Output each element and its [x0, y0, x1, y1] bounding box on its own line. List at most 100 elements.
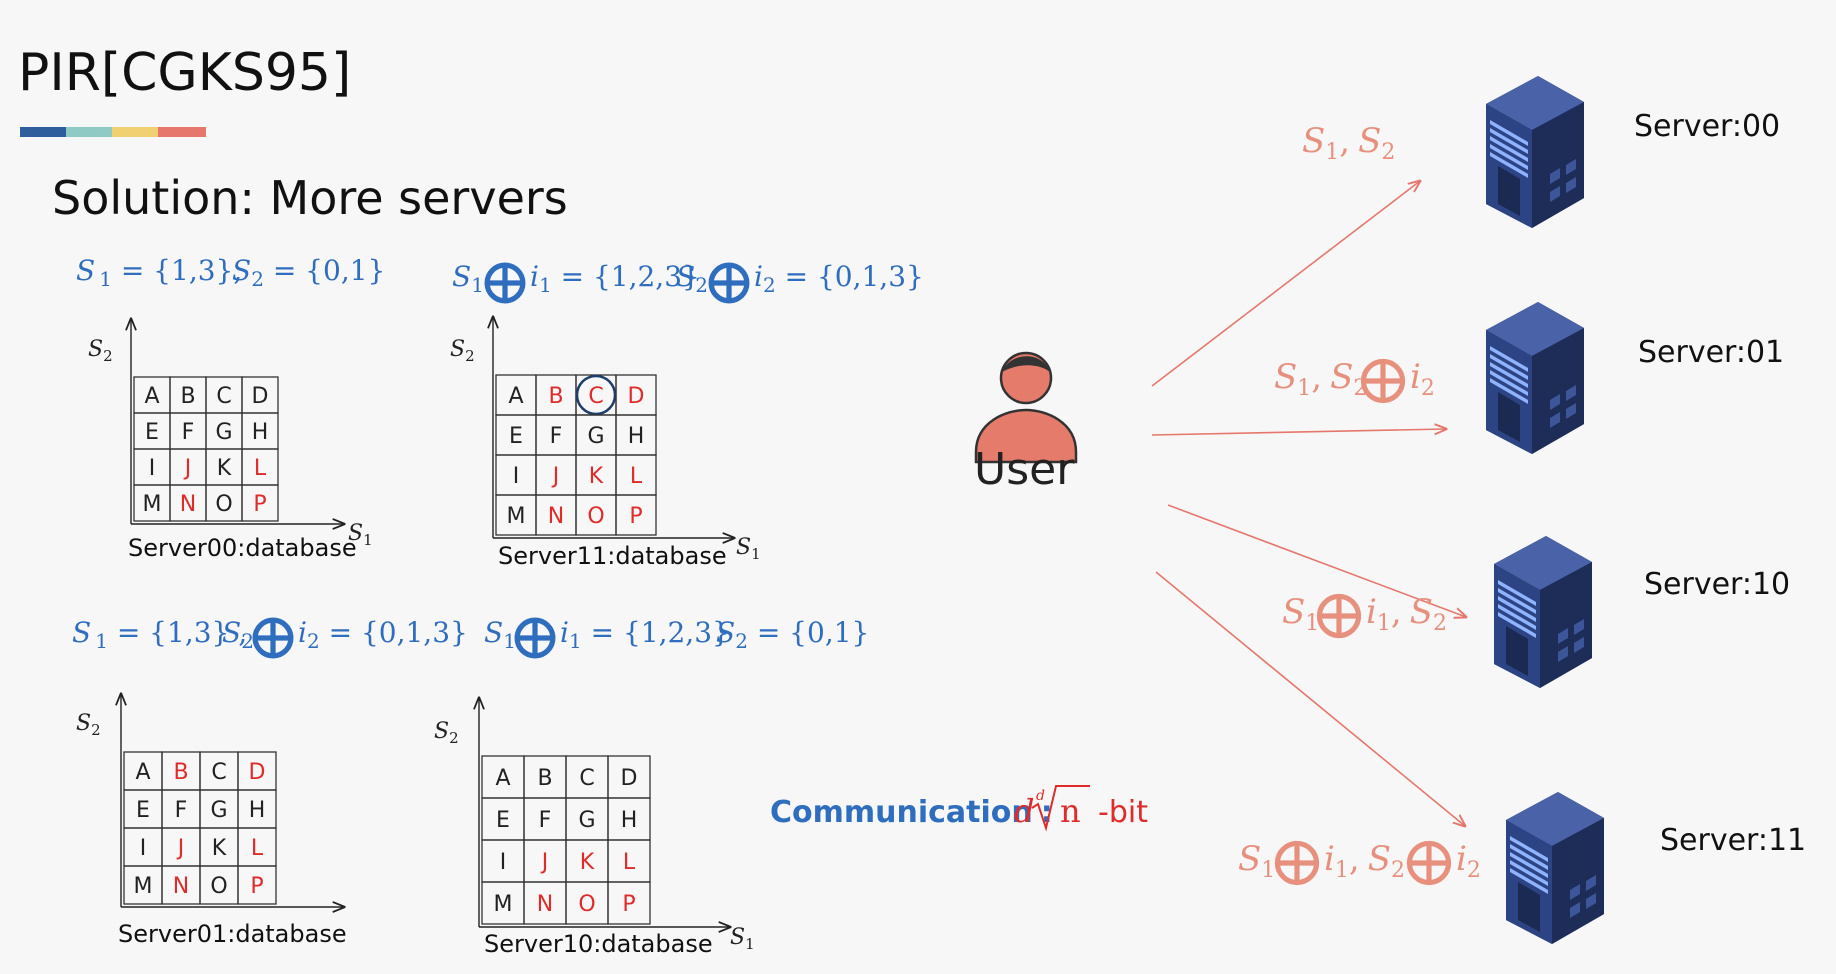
svg-text:i2 = {0,1,3}: i2 = {0,1,3} [298, 616, 468, 653]
title-accent-bar [20, 127, 206, 137]
grid-cell-letter: O [587, 504, 604, 529]
grid-cell-letter: O [210, 874, 227, 899]
grid-cell-letter: E [136, 798, 150, 823]
grid-cell-letter: N [537, 892, 553, 917]
grid-cell-letter: L [254, 456, 267, 481]
root-radicand: n [1060, 792, 1081, 830]
arrow-to-server11 [1155, 571, 1465, 826]
grid-cell-letter: I [513, 464, 520, 489]
svg-text:i2 = {0,1,3}: i2 = {0,1,3} [754, 260, 924, 297]
xor-operator-icon [1409, 843, 1448, 882]
grid-cell-letter: G [587, 424, 604, 449]
grid-cell-letter: B [173, 760, 188, 785]
communication-formula-d: d [1014, 792, 1034, 830]
query-formula-server10: S1 i1 = {1,2,3} S2 = {0,1} [484, 616, 869, 656]
svg-text:S1: S1 [1282, 592, 1319, 636]
axis-label: S1 [730, 925, 755, 953]
message-server00: S1,S2 [1302, 121, 1395, 165]
grid-cell-letter: J [176, 836, 185, 861]
accent-segment [20, 127, 66, 137]
database-caption: Server10:database [484, 930, 713, 958]
grid-cell-letter: F [175, 798, 188, 823]
svg-text:S2: S2 [222, 616, 254, 653]
grid-cell-letter: J [551, 464, 560, 489]
server-01: Server:01 [1486, 302, 1784, 454]
grid-cell-letter: G [215, 420, 232, 445]
svg-text:S1,S2: S1,S2 [1302, 121, 1395, 165]
server-icon [1494, 536, 1592, 688]
grid-cell-letter: O [578, 892, 595, 917]
grid-cell [607, 881, 651, 925]
xor-operator-icon [487, 265, 523, 301]
grid-cell-letter: C [211, 760, 226, 785]
message-server10: S1 i1,S2 [1282, 592, 1447, 636]
page-title: PIR[CGKS95] [18, 43, 351, 103]
slide-subtitle: Solution: More servers [52, 171, 568, 225]
accent-segment [158, 127, 206, 137]
svg-text:i1,S2: i1,S2 [1324, 839, 1405, 883]
svg-text:Communication:: Communication: [770, 795, 1053, 830]
grid-cell-letter: D [621, 766, 638, 791]
grid-cell-letter: D [628, 384, 645, 409]
svg-text:i1,S2: i1,S2 [1366, 592, 1447, 636]
grid-cell-letter: B [537, 766, 552, 791]
grid-cell-letter: J [540, 850, 549, 875]
xor-operator-icon [1277, 843, 1316, 882]
grid-cell-letter: P [250, 874, 263, 899]
grid-cell-letter: O [215, 492, 232, 517]
grid-cell-letter: I [149, 456, 156, 481]
user-icon [974, 408, 1078, 464]
grid-cell-letter: B [548, 384, 563, 409]
grid-cell-letter: H [621, 808, 638, 833]
grid-cell-letter: A [135, 760, 150, 785]
grid-cell-letter: N [173, 874, 189, 899]
grid-cell-letter: K [580, 850, 595, 875]
communication-unit: -bit [1098, 795, 1148, 830]
xor-operator-icon [517, 620, 553, 656]
arrow-to-server01 [1151, 429, 1446, 436]
grid-cell-letter: B [180, 384, 195, 409]
grid-cell-letter: H [249, 798, 266, 823]
communication-cost: Communication: d d n -bit [770, 785, 1148, 832]
grid-cell-letter: K [217, 456, 232, 481]
grid-cell-letter: I [140, 836, 147, 861]
svg-text:i2: i2 [1410, 357, 1435, 401]
grid-cell-letter: A [144, 384, 159, 409]
selected-cell-circle [575, 374, 617, 416]
grid-cell-letter: D [252, 384, 269, 409]
grid-cell-letter: K [212, 836, 227, 861]
server-icon [1486, 302, 1584, 454]
axis-label: S2 [88, 337, 113, 365]
grid-cell-letter: M [494, 892, 513, 917]
grid-cell-letter: N [180, 492, 196, 517]
axis-label: S2 [76, 711, 101, 739]
grid-cell-letter: L [623, 850, 636, 875]
query-arrows [1151, 181, 1466, 826]
svg-text:i1 = {1,2,3} ,: i1 = {1,2,3} , [530, 260, 718, 297]
grid-cell-letter: N [548, 504, 564, 529]
message-server01: S1,S2 i2 [1274, 357, 1435, 401]
grid-cell-letter: K [589, 464, 604, 489]
svg-text:S1: S1 [1238, 839, 1275, 883]
message-server11: S1 i1,S2 i2 [1238, 839, 1481, 883]
grid-cell [237, 865, 277, 905]
grid-cell-letter: G [578, 808, 595, 833]
xor-operator-icon [1319, 596, 1358, 635]
accent-segment [112, 127, 158, 137]
grid-cell-letter: F [550, 424, 563, 449]
grid-cell-letter: F [182, 420, 195, 445]
grid-cell-letter: A [495, 766, 510, 791]
svg-text:S2: S2 [676, 260, 708, 297]
accent-segment [66, 127, 112, 137]
xor-operator-icon [255, 620, 291, 656]
axis-label: S1 [736, 535, 761, 563]
grid-cell-letter: P [253, 492, 266, 517]
grid-cell-letter: J [183, 456, 192, 481]
grid-cell-letter: L [630, 464, 643, 489]
grid-cell-letter: E [509, 424, 523, 449]
xor-operator-icon [1363, 361, 1402, 400]
